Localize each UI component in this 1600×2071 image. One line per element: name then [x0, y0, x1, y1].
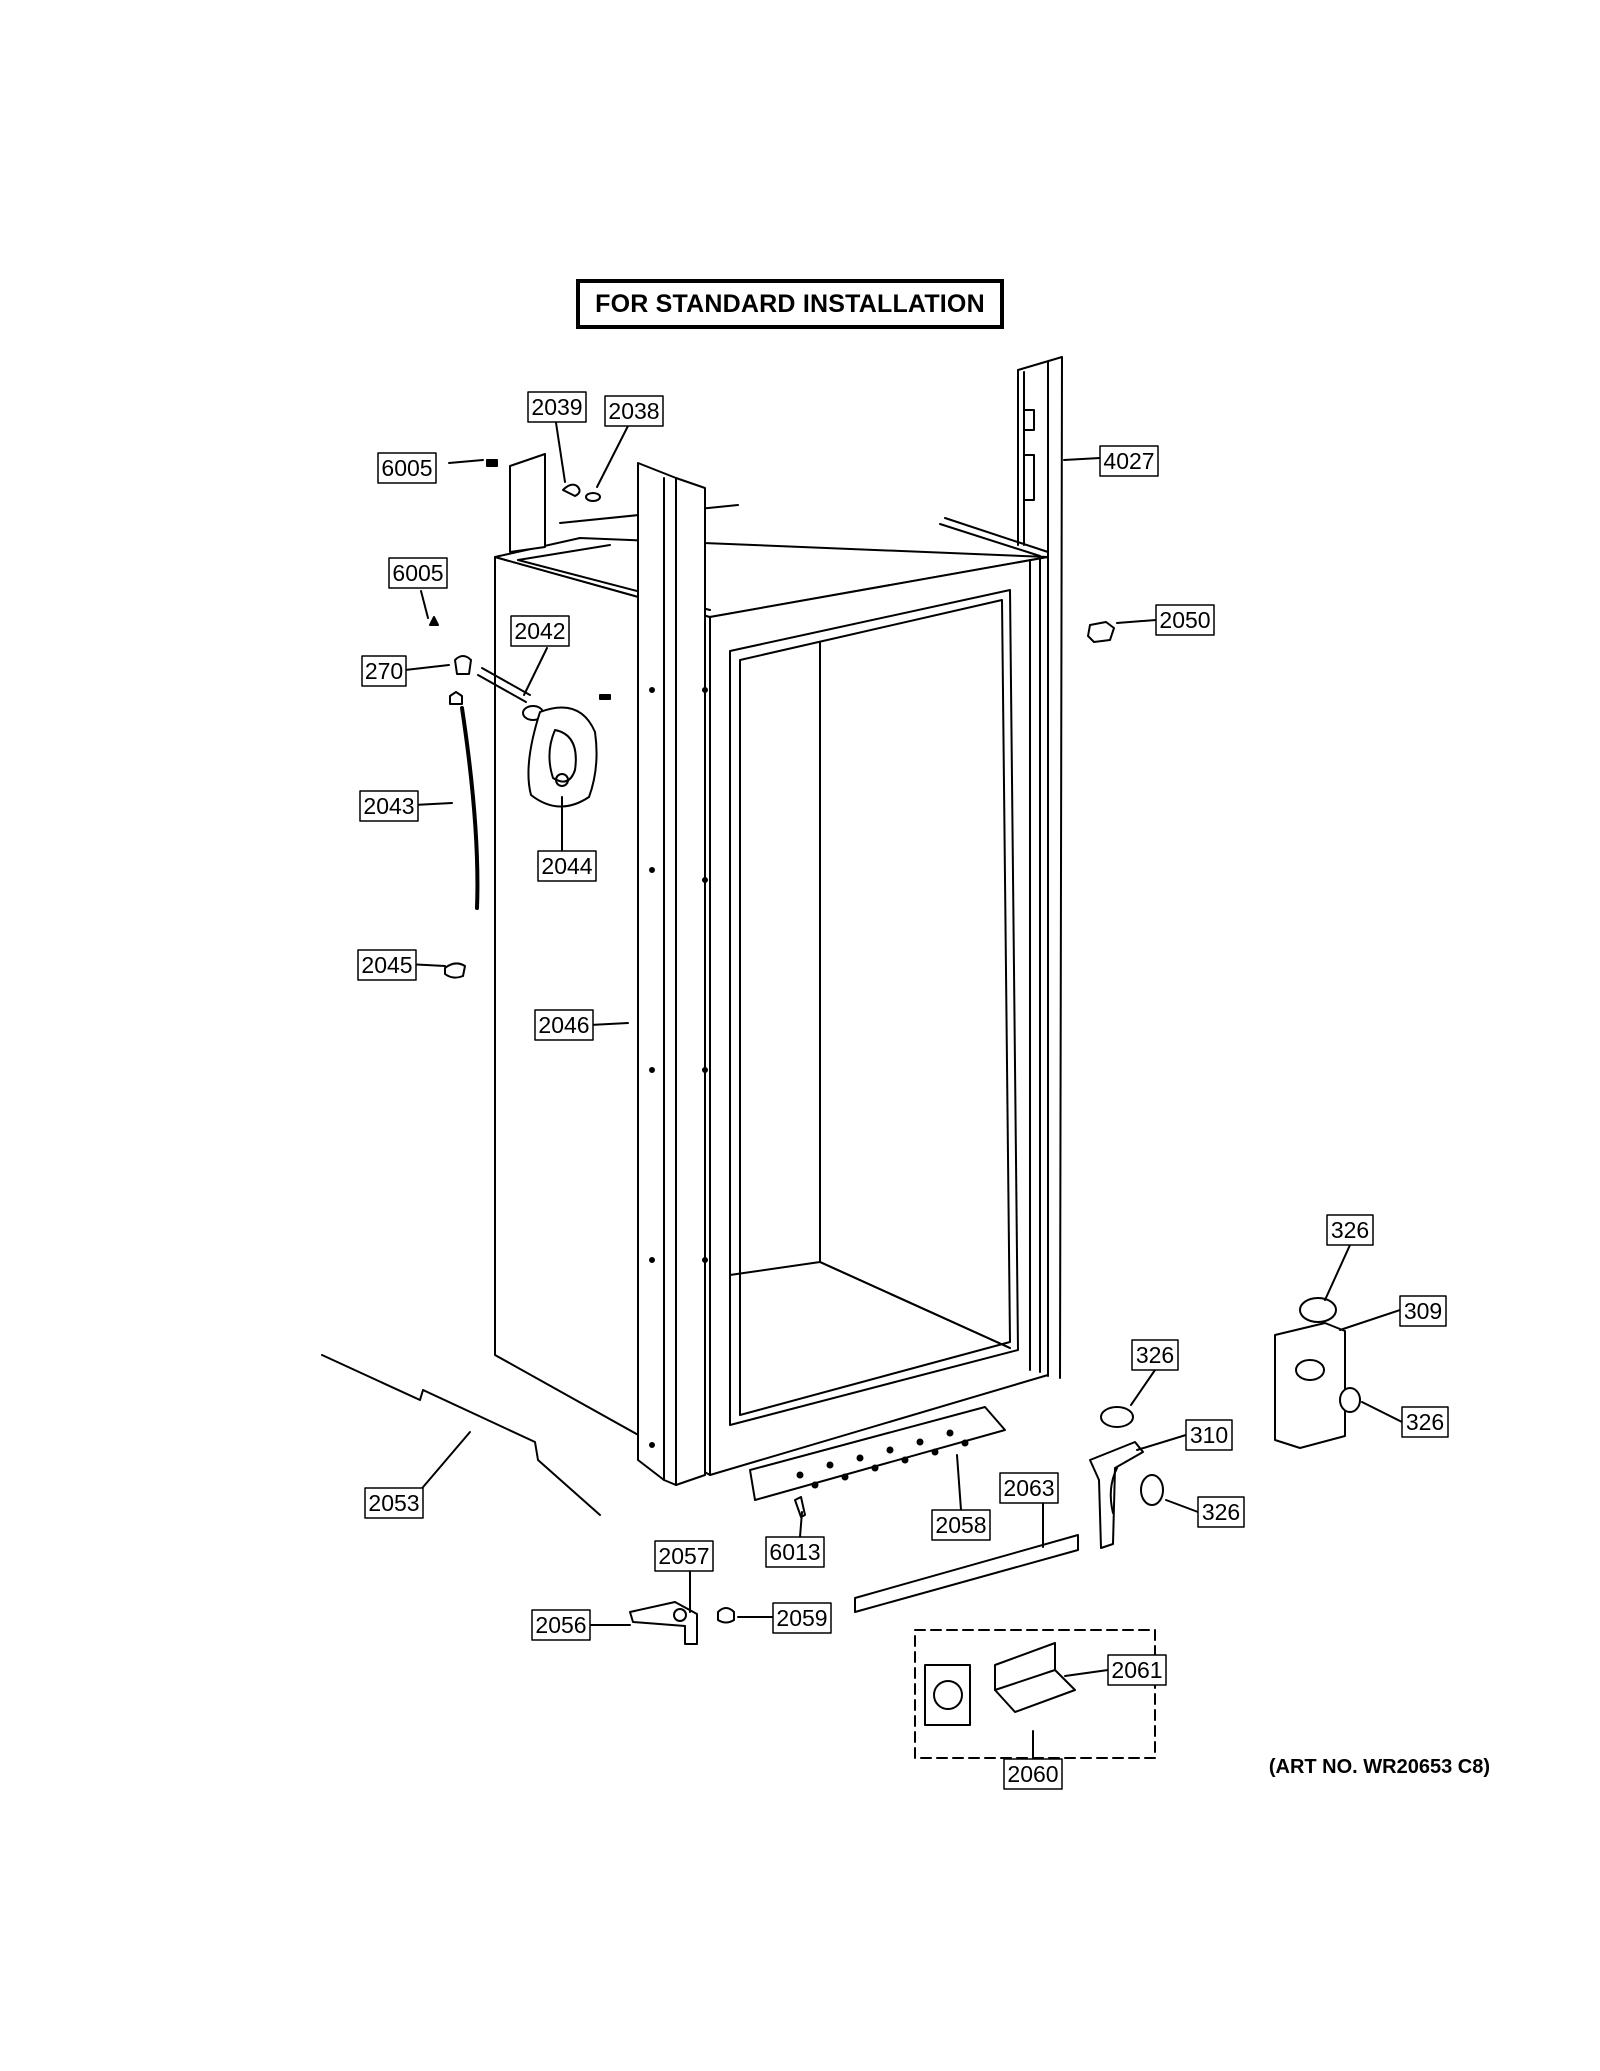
- callout-2039: 2039: [527, 391, 587, 423]
- svg-text:4027: 4027: [1103, 448, 1154, 474]
- callout-2044: 2044: [537, 850, 597, 882]
- callout-2061: 2061: [1107, 1654, 1167, 1686]
- callout-2056: 2056: [531, 1609, 591, 1641]
- right-accessories: [1089, 1297, 1361, 1549]
- callout-270: 270: [361, 655, 407, 687]
- callout-2060: 2060: [1003, 1758, 1063, 1790]
- svg-text:309: 309: [1404, 1298, 1442, 1324]
- upper-hinge-parts: [444, 655, 611, 979]
- base-parts: [321, 1354, 1156, 1759]
- svg-text:2057: 2057: [658, 1543, 709, 1569]
- callout-326-middle: 326: [1131, 1339, 1179, 1371]
- callout-2053: 2053: [364, 1487, 424, 1519]
- svg-text:2046: 2046: [538, 1012, 589, 1038]
- art-number: (ART NO. WR20653 C8): [1268, 1756, 1490, 1778]
- callout-2057: 2057: [654, 1540, 714, 1572]
- svg-text:2042: 2042: [514, 618, 565, 644]
- callout-2046: 2046: [534, 1009, 594, 1041]
- leader-lines: [404, 402, 1403, 1760]
- svg-text:6013: 6013: [769, 1539, 820, 1565]
- right-side-rail: [1017, 356, 1063, 1379]
- top-hardware: [429, 459, 601, 626]
- svg-text:270: 270: [365, 658, 403, 684]
- callout-2043: 2043: [359, 790, 419, 822]
- svg-text:2050: 2050: [1159, 607, 1210, 633]
- callout-6005-top: 6005: [377, 452, 437, 484]
- callout-2038: 2038: [604, 395, 664, 427]
- diagram-title-text: FOR STANDARD INSTALLATION: [595, 289, 985, 318]
- callout-6005-middle: 6005: [388, 557, 448, 589]
- svg-text:326: 326: [1202, 1499, 1240, 1525]
- svg-text:2038: 2038: [608, 398, 659, 424]
- callout-6013: 6013: [765, 1536, 825, 1568]
- callout-2045: 2045: [357, 949, 417, 981]
- cabinet-case: [494, 504, 1049, 1476]
- svg-text:2059: 2059: [776, 1605, 827, 1631]
- right-bracket-part: [1087, 621, 1115, 643]
- svg-text:2044: 2044: [541, 853, 592, 879]
- callout-2050: 2050: [1155, 604, 1215, 636]
- callout-2058: 2058: [931, 1509, 991, 1541]
- svg-text:6005: 6005: [392, 560, 443, 586]
- svg-text:2045: 2045: [361, 952, 412, 978]
- svg-text:2060: 2060: [1007, 1761, 1058, 1787]
- svg-text:326: 326: [1136, 1342, 1174, 1368]
- svg-text:326: 326: [1406, 1409, 1444, 1435]
- callout-309: 309: [1399, 1295, 1447, 1327]
- svg-text:6005: 6005: [381, 455, 432, 481]
- svg-text:2053: 2053: [368, 1490, 419, 1516]
- svg-text:2039: 2039: [531, 394, 582, 420]
- callout-2042: 2042: [510, 615, 570, 647]
- diagram-title: FOR STANDARD INSTALLATION: [576, 279, 1004, 329]
- svg-text:2043: 2043: [363, 793, 414, 819]
- top-left-bracket: [509, 453, 546, 553]
- callout-310: 310: [1185, 1419, 1233, 1451]
- callout-326-top: 326: [1326, 1214, 1374, 1246]
- svg-text:2061: 2061: [1111, 1657, 1162, 1683]
- svg-text:2063: 2063: [1003, 1475, 1054, 1501]
- callout-2063: 2063: [999, 1472, 1059, 1504]
- svg-text:310: 310: [1190, 1422, 1228, 1448]
- callout-326-right: 326: [1401, 1406, 1449, 1438]
- left-front-trim: [637, 462, 708, 1486]
- callout-2059: 2059: [772, 1602, 832, 1634]
- svg-text:326: 326: [1331, 1217, 1369, 1243]
- callout-4027: 4027: [1099, 445, 1159, 477]
- svg-text:2058: 2058: [935, 1512, 986, 1538]
- svg-text:2056: 2056: [535, 1612, 586, 1638]
- callout-326-bottom: 326: [1197, 1496, 1245, 1528]
